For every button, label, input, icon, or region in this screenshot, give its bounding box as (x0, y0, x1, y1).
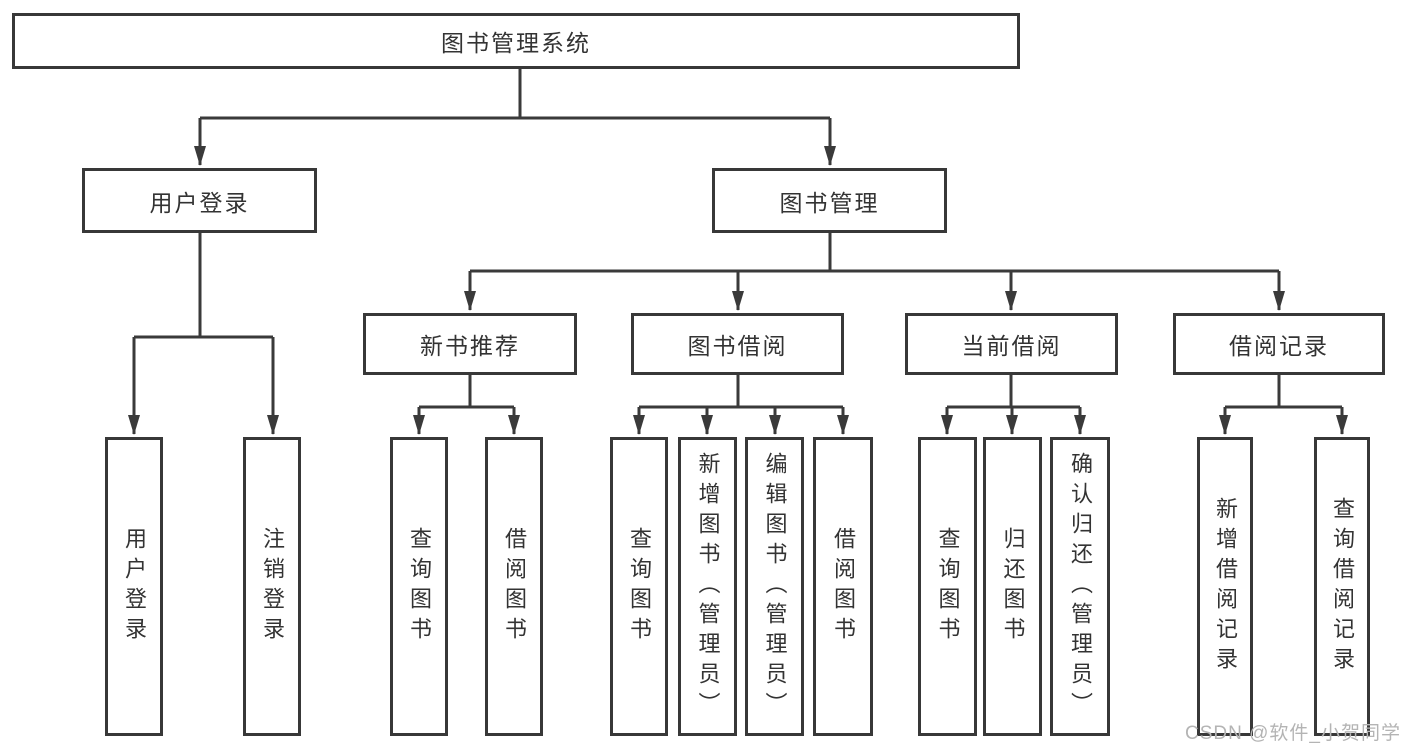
node-label: 图书管理系统 (441, 30, 591, 56)
leaf-nbr-borrow-books: 借阅图书 (485, 437, 543, 736)
node-label: 编辑图书（管理员） (762, 451, 788, 722)
connector-current-borrow-children (941, 375, 1086, 435)
leaf-bb-add-book-admin: 新增图书（管理员） (678, 437, 737, 736)
leaf-nbr-query-books: 查询图书 (390, 437, 448, 736)
node-label: 注销登录 (260, 526, 285, 647)
connector-new-book-recommend-children (413, 375, 520, 435)
watermark-text: CSDN @软件_小贺同学 (1185, 723, 1401, 744)
leaf-bb-edit-book-admin: 编辑图书（管理员） (745, 437, 804, 736)
node-label: 用户登录 (149, 189, 250, 216)
leaf-br-add-record: 新增借阅记录 (1197, 437, 1253, 736)
leaf-br-query-record: 查询借阅记录 (1314, 437, 1370, 736)
node-book-borrow: 图书借阅 (631, 313, 844, 375)
leaf-cb-query-books: 查询图书 (918, 437, 977, 736)
leaf-logout: 注销登录 (243, 437, 301, 736)
connector-user-login-children (128, 233, 279, 435)
node-label: 查询图书 (627, 526, 652, 647)
node-label: 用户登录 (122, 526, 147, 647)
connector-root-to-level2 (194, 68, 836, 166)
node-label: 借阅记录 (1229, 333, 1329, 359)
leaf-user-login: 用户登录 (105, 437, 163, 736)
node-current-borrow: 当前借阅 (905, 313, 1118, 375)
node-label: 借阅图书 (831, 526, 856, 647)
leaf-bb-query-books: 查询图书 (610, 437, 668, 736)
connector-borrow-records-children (1219, 375, 1348, 435)
node-label: 查询图书 (935, 526, 961, 647)
node-label: 图书借阅 (687, 333, 788, 359)
node-label: 查询图书 (407, 526, 432, 647)
node-label: 归还图书 (1000, 526, 1026, 647)
leaf-cb-return-books: 归还图书 (983, 437, 1042, 736)
node-book-management: 图书管理 (712, 168, 947, 233)
node-label: 新增图书（管理员） (695, 451, 721, 722)
node-label: 确认归还（管理员） (1068, 451, 1093, 722)
node-label: 新增借阅记录 (1213, 496, 1238, 677)
node-borrow-records: 借阅记录 (1173, 313, 1385, 375)
node-label: 新书推荐 (420, 333, 520, 359)
node-label: 借阅图书 (502, 526, 527, 647)
leaf-bb-borrow-books: 借阅图书 (813, 437, 873, 736)
connector-book-borrow-children (633, 375, 849, 435)
node-library-management-system: 图书管理系统 (12, 13, 1020, 69)
node-label: 图书管理 (779, 189, 880, 216)
node-user-login: 用户登录 (82, 168, 317, 233)
connector-book-management-children (464, 233, 1285, 311)
node-new-book-recommend: 新书推荐 (363, 313, 577, 375)
node-label: 当前借阅 (961, 333, 1062, 359)
leaf-cb-confirm-return-admin: 确认归还（管理员） (1050, 437, 1110, 736)
node-label: 查询借阅记录 (1330, 496, 1355, 677)
